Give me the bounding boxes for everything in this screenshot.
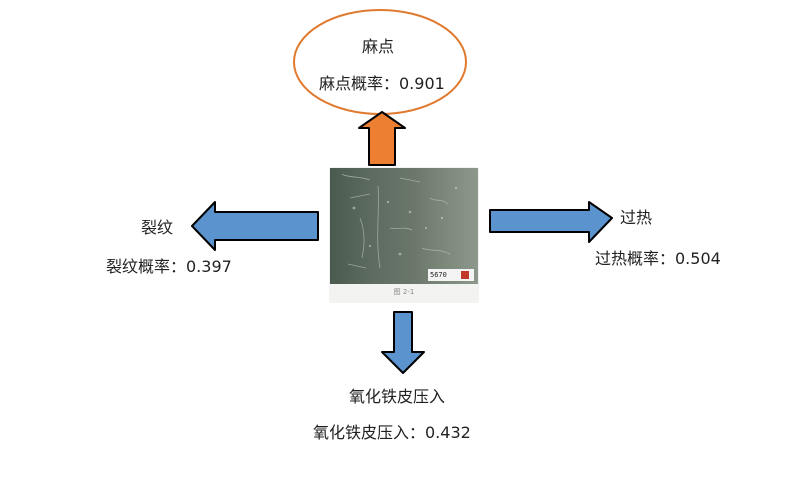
bottom-node-probability: 氧化铁皮压入：0.432 <box>313 423 471 442</box>
surface-texture <box>341 173 458 269</box>
bottom-node-title: 氧化铁皮压入 <box>349 387 446 406</box>
scale-ruler: 5670 <box>428 269 474 281</box>
image-caption: 图 2-1 <box>393 288 415 296</box>
left-node-probability: 裂纹概率：0.397 <box>106 257 232 276</box>
arrow-down-blue <box>381 311 425 374</box>
top-ellipse <box>293 9 467 115</box>
right-node-title: 过热 <box>620 208 653 227</box>
arrow-left-blue <box>191 201 319 251</box>
right-node-probability: 过热概率：0.504 <box>595 249 721 268</box>
left-node-title: 裂纹 <box>141 218 174 237</box>
ruler-text: 5670 <box>430 271 447 279</box>
top-node-title: 麻点 <box>362 37 395 56</box>
arrow-right-blue <box>489 201 613 243</box>
ruler-red-mark <box>461 271 469 279</box>
top-node-probability: 麻点概率：0.901 <box>319 74 445 93</box>
arrow-up-orange <box>358 111 406 166</box>
steel-surface-image: 5670 图 2-1 <box>330 168 478 302</box>
surface-photo: 5670 <box>330 168 478 284</box>
